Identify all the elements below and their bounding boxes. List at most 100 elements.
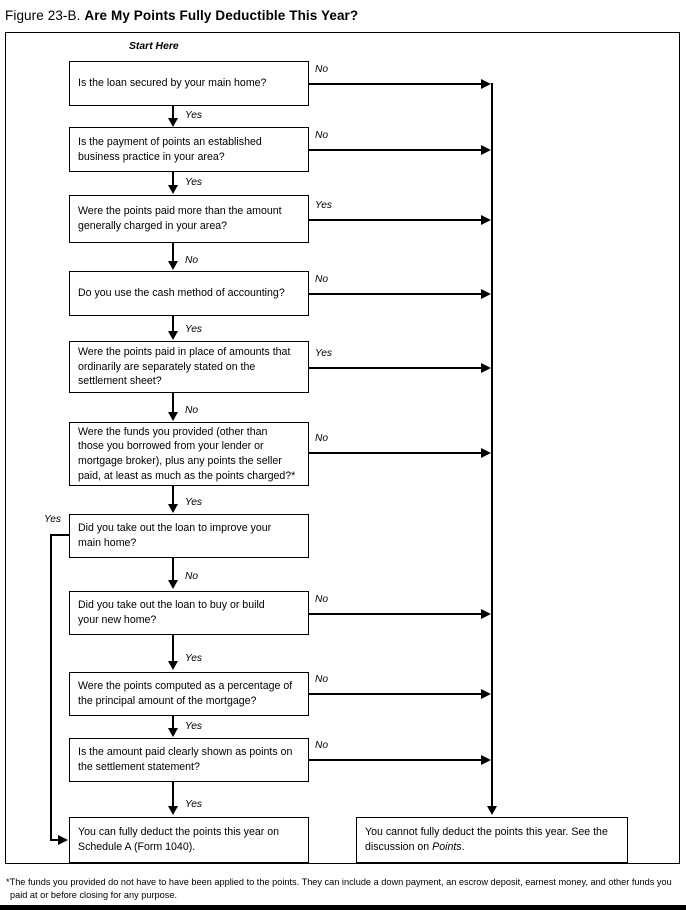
node-q5-line2: ordinarily are separately stated on the xyxy=(78,360,256,373)
edge-label-q8-no: No xyxy=(315,594,329,605)
node-q3[interactable]: Were the points paid more than the amoun… xyxy=(69,195,309,243)
left-bypass-bottom-segment xyxy=(50,839,62,841)
edge-label-q3-yes: Yes xyxy=(315,200,332,211)
edge-q3-yes-line xyxy=(309,219,484,221)
edge-q9-yes-arrow xyxy=(167,728,178,737)
node-q6-line3: mortgage broker), plus any points the se… xyxy=(78,455,282,467)
edge-q5-no-line xyxy=(172,393,174,413)
node-q10-line1: Is the amount paid clearly shown as poin… xyxy=(78,746,293,759)
edge-q9-yes-line xyxy=(172,716,174,729)
edge-q10-no-line xyxy=(309,759,484,761)
edge-q8-no-line xyxy=(309,613,484,615)
node-q10[interactable]: Is the amount paid clearly shown as poin… xyxy=(69,738,309,782)
edge-q4-yes-line xyxy=(172,316,174,332)
node-q4[interactable]: Do you use the cash method of accounting… xyxy=(69,271,309,316)
edge-q2-no-arrow xyxy=(481,144,491,155)
edge-q1-no-line xyxy=(309,83,484,85)
edge-label-q8-yes: Yes xyxy=(185,653,202,664)
edge-label-q2-yes: Yes xyxy=(185,177,202,188)
no-outcome-line1: You cannot fully deduct the points this … xyxy=(365,826,608,839)
edge-q1-no-arrow xyxy=(481,78,491,89)
edge-label-q10-no: No xyxy=(315,740,329,751)
edge-q5-no-arrow xyxy=(167,412,178,421)
left-bypass-arrow xyxy=(58,834,68,845)
edge-label-q9-yes: Yes xyxy=(185,721,202,732)
edge-label-q5-yes: Yes xyxy=(315,348,332,359)
node-q6-line2: those you borrowed from your lender or xyxy=(78,440,264,453)
figure-number: Figure 23-B. xyxy=(5,8,81,23)
edge-q1-yes-line xyxy=(172,106,174,119)
edge-q5-yes-arrow xyxy=(481,362,491,373)
yes-outcome-line2: Schedule A (Form 1040). xyxy=(78,841,196,853)
edge-q9-no-line xyxy=(309,693,484,695)
edge-label-q7-yes: Yes xyxy=(44,514,61,525)
edge-q8-yes-line xyxy=(172,635,174,662)
no-outcome-line2-post: . xyxy=(461,841,465,853)
edge-q1-yes-arrow xyxy=(167,118,178,127)
node-q10-line2: the settlement statement? xyxy=(78,761,200,773)
yes-outcome-line1: You can fully deduct the points this yea… xyxy=(78,826,280,839)
node-no-outcome[interactable]: You cannot fully deduct the points this … xyxy=(356,817,628,863)
edge-q8-yes-arrow xyxy=(167,661,178,670)
node-q8-line2: your new home? xyxy=(78,614,157,626)
node-q9-line1: Were the points computed as a percentage… xyxy=(78,680,293,693)
edge-q10-yes-arrow xyxy=(167,806,178,815)
edge-q4-no-line xyxy=(309,293,484,295)
node-q2[interactable]: Is the payment of points an established … xyxy=(69,127,309,172)
left-bypass-top-segment xyxy=(50,534,70,536)
edge-q2-yes-line xyxy=(172,172,174,186)
node-q5-line3: settlement sheet? xyxy=(78,375,162,388)
edge-label-q6-yes: Yes xyxy=(185,497,202,508)
footnote-text: *The funds you provided do not have to h… xyxy=(6,877,672,900)
edge-q8-no-arrow xyxy=(481,608,491,619)
edge-q2-yes-arrow xyxy=(167,185,178,194)
edge-label-q1-no: No xyxy=(315,64,329,75)
node-q9[interactable]: Were the points computed as a percentage… xyxy=(69,672,309,716)
node-q5-line1: Were the points paid in place of amounts… xyxy=(78,346,291,359)
node-q5[interactable]: Were the points paid in place of amounts… xyxy=(69,341,309,393)
edge-label-q4-yes: Yes xyxy=(185,324,202,335)
edge-q3-no-arrow xyxy=(167,261,178,270)
edge-q6-yes-arrow xyxy=(167,504,178,513)
node-q6-line4: paid, at least as much as the points cha… xyxy=(78,469,296,482)
node-q6[interactable]: Were the funds you provided (other than … xyxy=(69,422,309,486)
edge-label-q1-yes: Yes xyxy=(185,110,202,121)
edge-q4-yes-arrow xyxy=(167,331,178,340)
node-q8[interactable]: Did you take out the loan to buy or buil… xyxy=(69,591,309,635)
edge-q7-no-arrow xyxy=(167,580,178,589)
node-q7-line2: main home? xyxy=(78,537,137,549)
node-q1[interactable]: Is the loan secured by your main home? xyxy=(69,61,309,106)
edge-label-q4-no: No xyxy=(315,274,329,285)
edge-q6-yes-line xyxy=(172,486,174,505)
edge-q6-no-line xyxy=(309,452,484,454)
node-q3-line2: generally charged in your area? xyxy=(78,220,227,232)
left-bypass-vertical xyxy=(50,534,52,840)
start-here-caption: Start Here xyxy=(129,41,179,52)
edge-label-q7-no: No xyxy=(185,571,199,582)
edge-q3-yes-arrow xyxy=(481,214,491,225)
edge-q10-no-arrow xyxy=(481,754,491,765)
node-q6-line1: Were the funds you provided (other than xyxy=(78,425,268,438)
node-q8-line1: Did you take out the loan to buy or buil… xyxy=(78,599,265,612)
page-title: Figure 23-B. Are My Points Fully Deducti… xyxy=(5,8,358,23)
node-q3-line1: Were the points paid more than the amoun… xyxy=(78,205,282,218)
edge-label-q5-no: No xyxy=(185,405,199,416)
edge-q2-no-line xyxy=(309,149,484,151)
edge-q5-yes-line xyxy=(309,367,484,369)
edge-q3-no-line xyxy=(172,243,174,262)
edge-q6-no-arrow xyxy=(481,447,491,458)
edge-label-q9-no: No xyxy=(315,674,329,685)
collector-to-no-outcome-arrow xyxy=(486,806,497,815)
edge-label-q2-no: No xyxy=(315,130,329,141)
node-q1-line1: Is the loan secured by your main home? xyxy=(78,77,267,90)
node-q7[interactable]: Did you take out the loan to improve you… xyxy=(69,514,309,558)
edge-label-q3-no: No xyxy=(185,255,199,266)
bottom-rule xyxy=(0,905,686,910)
edge-q9-no-arrow xyxy=(481,688,491,699)
edge-label-q10-yes: Yes xyxy=(185,799,202,810)
edge-label-q6-no: No xyxy=(315,433,329,444)
edge-q7-no-line xyxy=(172,558,174,581)
node-yes-outcome[interactable]: You can fully deduct the points this yea… xyxy=(69,817,309,863)
edge-q4-no-arrow xyxy=(481,288,491,299)
